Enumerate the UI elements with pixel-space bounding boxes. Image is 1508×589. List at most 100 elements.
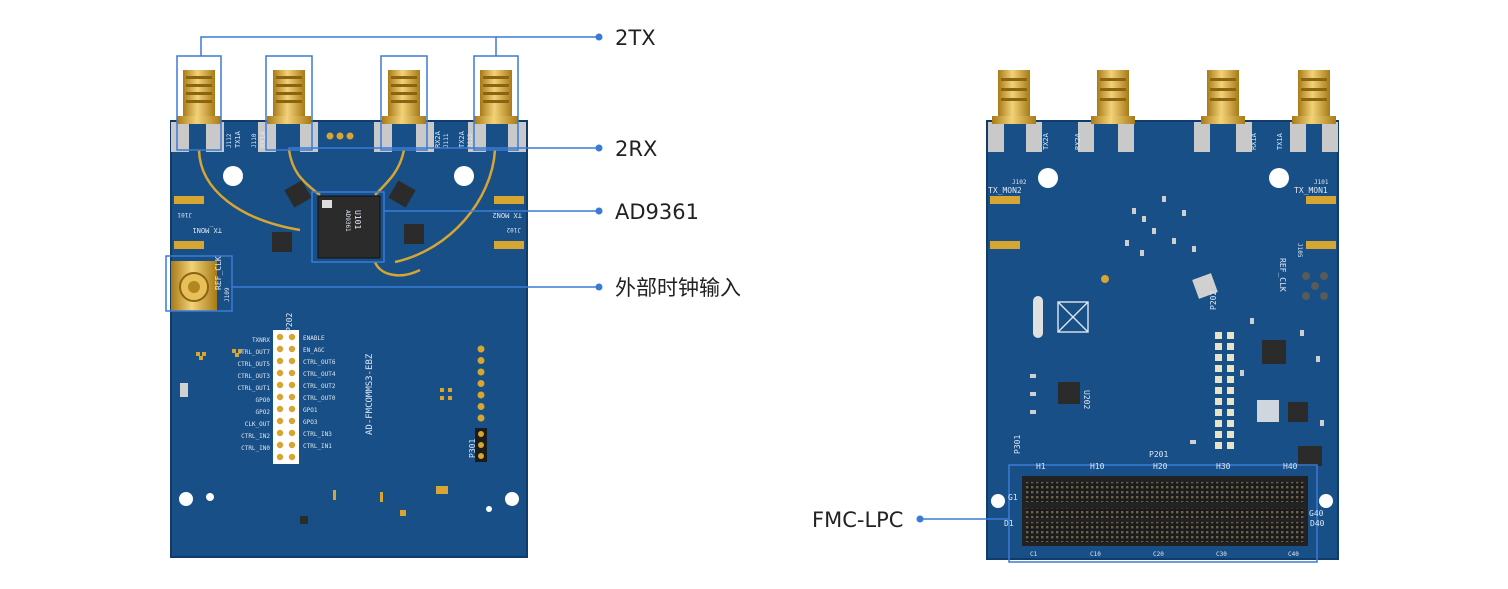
back-row-c-label: C1 [1030, 551, 1038, 558]
front-j111-label: J111 [443, 133, 450, 148]
back-board: TX2A RX2A RX1A TX1A TX_MON2 TX_MON1 J102… [986, 70, 1339, 563]
front-tx1a-label: TX1A [234, 130, 242, 148]
front-header-pin [276, 333, 284, 341]
front-rx2a-label: RX2A [434, 130, 442, 148]
back-p202-label: P202 [1209, 291, 1218, 310]
back-row-h-label: H1 [1036, 462, 1046, 471]
front-small-ics [180, 180, 424, 397]
front-pin-header-right [477, 345, 485, 422]
callout-2tx: 2TX [615, 26, 656, 50]
back-header-pad [1215, 376, 1222, 383]
back-header-pad [1227, 332, 1234, 339]
front-tx-mon2-label: TX_MON2 [492, 211, 522, 219]
back-j102-label: J102 [1012, 179, 1027, 186]
front-pin-label-right: GPO1 [303, 407, 318, 414]
front-header-pin [288, 345, 296, 353]
back-tx1a-label: TX1A [1276, 132, 1284, 150]
front-pin-label-left: CTRL_IN2 [241, 433, 270, 440]
back-header-pad [1227, 365, 1234, 372]
front-tx2a-label: TX2A [458, 130, 466, 148]
front-u101-label: U101 [353, 210, 362, 229]
front-pin-label-right: CTRL_IN1 [303, 443, 332, 450]
back-header-pad [1227, 354, 1234, 361]
front-pin-label-right: CTRL_OUT2 [303, 383, 336, 390]
front-right-header-pin [477, 391, 485, 399]
front-pin-label-right: CTRL_IN3 [303, 431, 332, 438]
back-tx2a-label: TX2A [1042, 132, 1050, 150]
front-header-pin [288, 393, 296, 401]
front-pin-label-left: GPO2 [256, 409, 271, 416]
front-pin-label-left: CTRL_IN0 [241, 445, 270, 452]
svg-text:AD9361: AD9361 [344, 210, 351, 232]
front-pcb [170, 120, 528, 558]
back-header-pad [1227, 376, 1234, 383]
back-header-pad [1227, 442, 1234, 449]
callout-external-clock: 外部时钟输入 [615, 276, 741, 300]
front-header-pin [276, 441, 284, 449]
back-pin-header-p202 [1215, 332, 1234, 449]
front-p301-header [475, 428, 487, 462]
front-ad9361-chip: AD9361 [317, 195, 381, 259]
front-p202-label: P202 [285, 313, 294, 332]
front-header-pin [288, 405, 296, 413]
front-header-pin [276, 429, 284, 437]
back-header-pad [1215, 365, 1222, 372]
front-ref-clk-label: REF_CLK [214, 256, 223, 290]
back-tx-mon1-label: TX_MON1 [1294, 186, 1328, 195]
front-j113-label: J113 [467, 133, 474, 148]
front-pin-label-right: CTRL_OUT0 [303, 395, 336, 402]
front-j110-label: J110 [251, 133, 258, 148]
front-model-label: AD-FMCOMMS3-EBZ [365, 353, 375, 435]
front-pin-label-left: CTRL_OUT1 [237, 385, 270, 392]
front-sma-tx2a [474, 70, 518, 124]
front-j112-label: J112 [226, 133, 233, 148]
back-header-pad [1227, 343, 1234, 350]
front-right-header-pin [477, 345, 485, 353]
front-header-pin [288, 381, 296, 389]
back-components [1030, 196, 1324, 444]
back-row-h-label: H40 [1283, 462, 1298, 471]
back-header-pad [1227, 387, 1234, 394]
front-pin-label-right: CTRL_OUT4 [303, 371, 336, 378]
callout-leaders [176, 36, 1009, 520]
back-header-pad [1215, 343, 1222, 350]
front-right-header-pin [477, 403, 485, 410]
front-pin-label-left: CTRL_OUT7 [237, 349, 270, 356]
front-j109-label: J109 [224, 287, 231, 302]
callout-fmc-lpc: FMC-LPC [812, 508, 903, 532]
back-rx2a-label: RX2A [1074, 132, 1082, 150]
front-tx-mon1-label: TX_MON1 [192, 226, 222, 234]
front-header-pin [288, 429, 296, 437]
front-j102-label: J102 [506, 226, 521, 233]
front-header-pin [276, 345, 284, 353]
back-header-pad [1215, 442, 1222, 449]
front-pin-label-right: CTRL_OUT6 [303, 359, 336, 366]
back-header-pad [1227, 420, 1234, 427]
back-ref-clk-label: REF_CLK [1278, 258, 1287, 292]
front-header-pin [288, 441, 296, 449]
back-header-pad [1227, 398, 1234, 405]
front-pin-label-left: CTRL_OUT3 [237, 373, 270, 380]
front-header-pin [288, 417, 296, 425]
back-header-pad [1215, 332, 1222, 339]
back-row-c-label: C10 [1090, 551, 1101, 558]
front-pin-label-right: EN_AGC [303, 347, 325, 354]
back-header-pad [1215, 354, 1222, 361]
back-u202-label: U202 [1082, 390, 1091, 409]
back-tx-mon2-label: TX_MON2 [988, 186, 1022, 195]
back-fmc-connector [1008, 464, 1318, 563]
front-board: AD9361 AD-FMCOMMS3-EBZ U101 P202 [165, 70, 528, 558]
back-row-h-label: H10 [1090, 462, 1105, 471]
front-sma-rx2a [382, 70, 426, 124]
callout-2rx: 2RX [615, 137, 657, 161]
front-pin-label-left: CTRL_OUT5 [237, 361, 270, 368]
back-row-h-label: H20 [1153, 462, 1168, 471]
front-j101-label: J101 [177, 211, 192, 218]
back-header-pad [1215, 431, 1222, 438]
front-header-pin [276, 453, 284, 461]
back-header-pad [1215, 398, 1222, 405]
front-pin-label-right: ENABLE [303, 335, 325, 342]
front-header-pin [276, 405, 284, 413]
